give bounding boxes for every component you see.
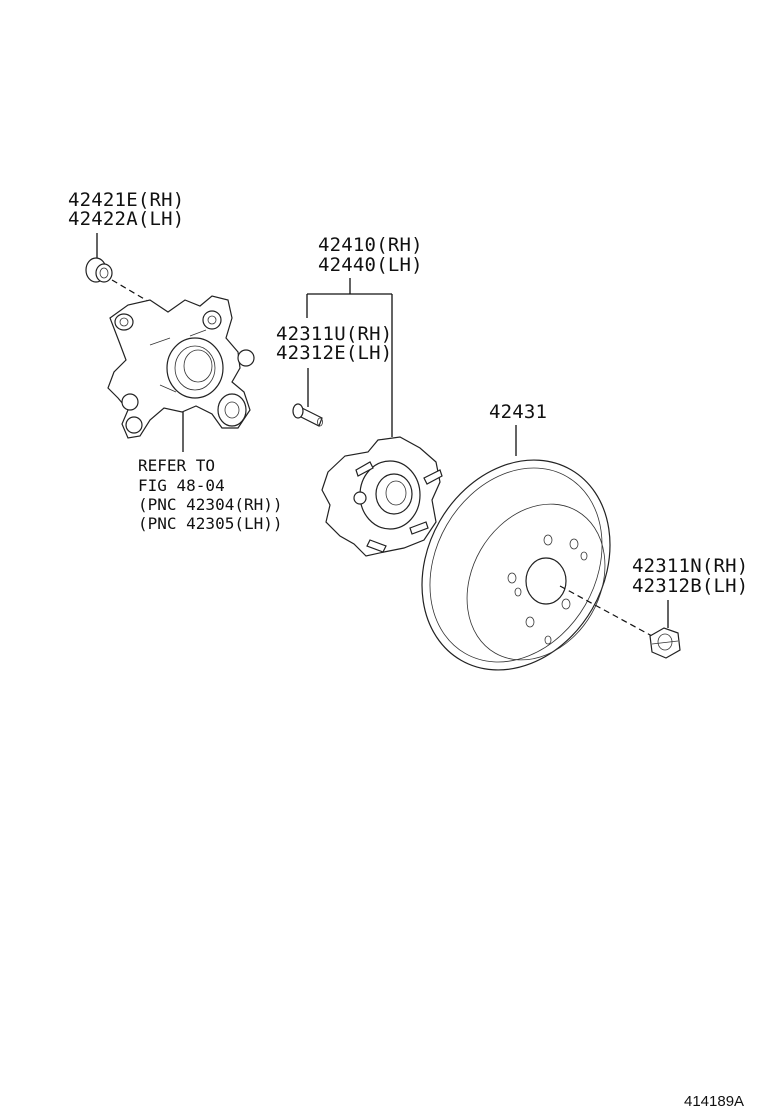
reference-line-3[interactable]: (PNC 42304(RH)) — [138, 495, 283, 514]
label-stud-rh[interactable]: 42311U(RH) — [276, 323, 392, 345]
knuckle-bolt[interactable] — [85, 257, 113, 283]
diagram-code: 414189A — [684, 1093, 744, 1110]
label-bolt-lh[interactable]: 42422A(LH) — [68, 208, 184, 230]
steering-knuckle[interactable] — [107, 295, 255, 439]
reference-line-1[interactable]: REFER TO — [138, 456, 215, 475]
reference-line-2[interactable]: FIG 48-04 — [138, 476, 225, 495]
label-hub-rh[interactable]: 42410(RH) — [318, 234, 423, 256]
brake-disc[interactable] — [385, 426, 647, 705]
label-bolt-rh[interactable]: 42421E(RH) — [68, 189, 184, 211]
reference-line-4[interactable]: (PNC 42305(LH)) — [138, 514, 283, 533]
hub-bolt[interactable] — [292, 403, 323, 427]
label-nut-rh[interactable]: 42311N(RH) — [632, 555, 748, 577]
label-disc[interactable]: 42431 — [489, 401, 547, 423]
hub-nut[interactable] — [649, 627, 681, 659]
leader-lines — [96, 233, 669, 628]
nut-axis-line — [559, 585, 653, 637]
label-stud-lh[interactable]: 42312E(LH) — [276, 342, 392, 364]
label-nut-lh[interactable]: 42312B(LH) — [632, 575, 748, 597]
axle-hub[interactable] — [321, 436, 443, 557]
label-hub-lh[interactable]: 42440(LH) — [318, 254, 423, 276]
